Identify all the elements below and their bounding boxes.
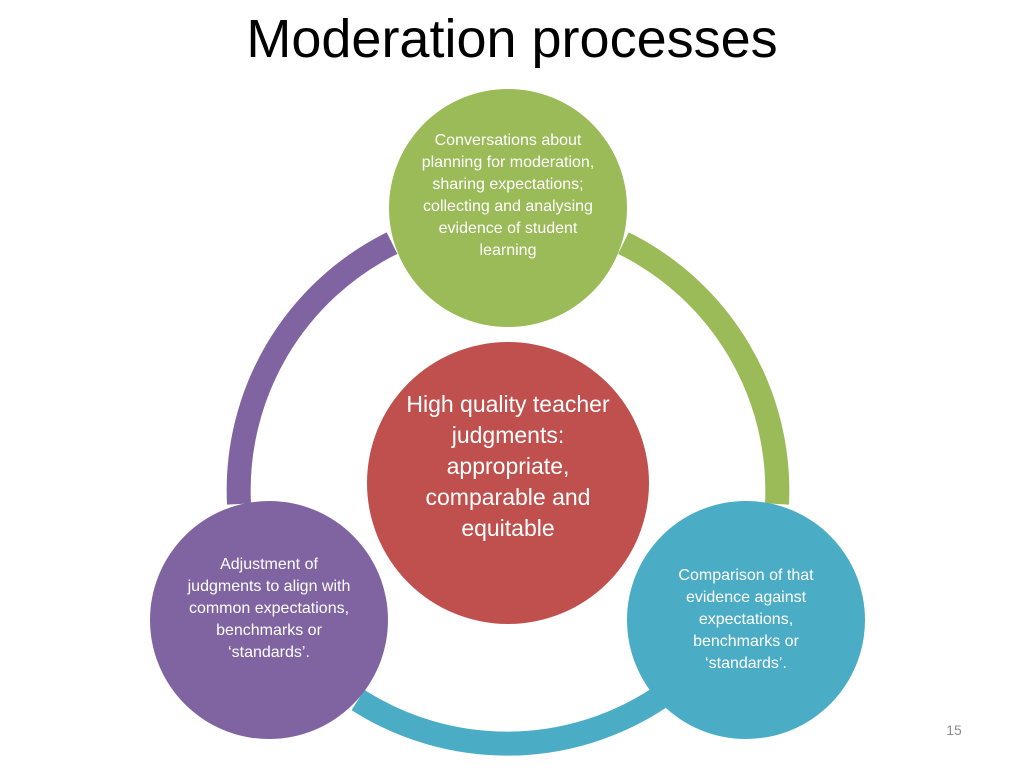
node-adjustment-of-judgments: Adjustment of judgments to align with co… (150, 501, 388, 739)
slide-title: Moderation processes (246, 9, 778, 69)
node-adjustment-of-judgments-text: Adjustment of judgments to align with co… (187, 556, 351, 661)
node-planning-conversations: Conversations about planning for moderat… (389, 89, 627, 327)
arc-right-to-left (351, 687, 666, 756)
arc-left-to-top (226, 232, 398, 505)
node-planning-conversations-text: Conversations about planning for moderat… (421, 132, 595, 259)
node-teacher-judgments: High quality teacher judgments: appropri… (367, 342, 649, 624)
slide-number: 15 (946, 722, 962, 738)
node-comparison-of-evidence: Comparison of that evidence against expe… (627, 501, 865, 739)
node-comparison-of-evidence-text: Comparison of that evidence against expe… (678, 567, 814, 672)
node-teacher-judgments-text: High quality teacher judgments: appropri… (406, 391, 610, 541)
arc-top-to-right (618, 232, 790, 505)
